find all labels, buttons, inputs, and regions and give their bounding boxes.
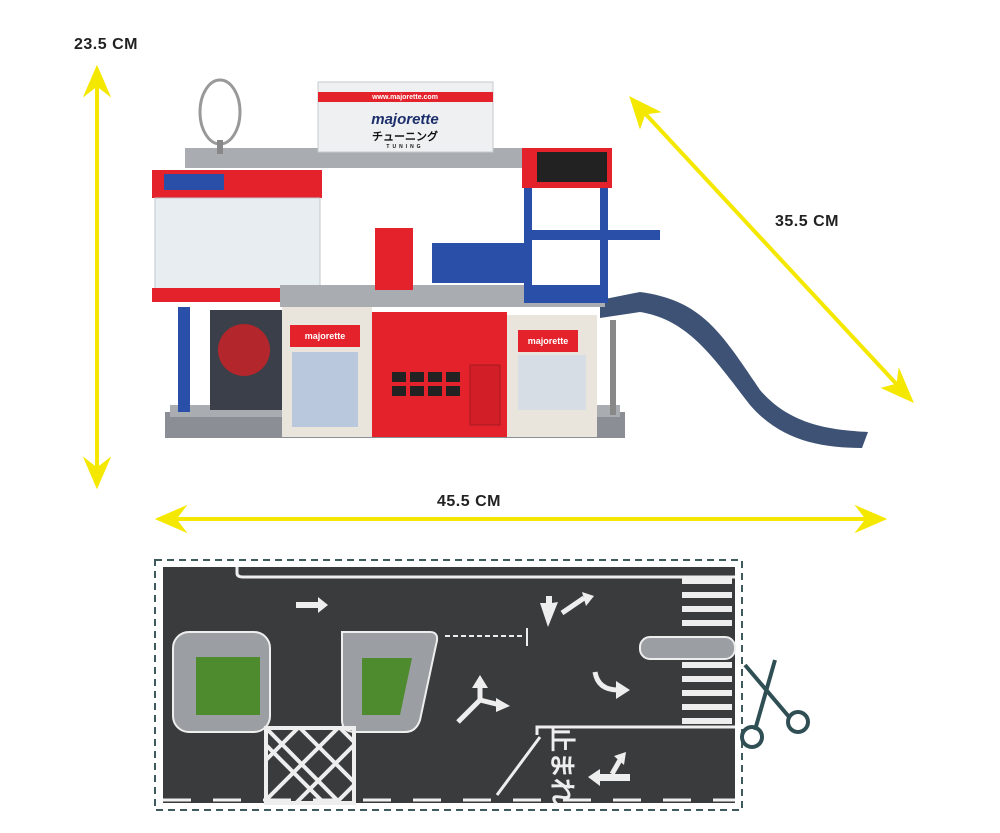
height-dimension-label: 23.5 CM (74, 36, 138, 53)
shop-sign-left: majorette (305, 331, 346, 341)
shop-sign-right: majorette (528, 336, 569, 346)
road-marking-text: 止まれ (546, 726, 576, 804)
billboard-tagline: TUNING (386, 144, 423, 150)
billboard-url: www.majorette.com (371, 94, 438, 101)
depth-dimension-arrow (629, 96, 914, 403)
toy-garage (152, 78, 868, 448)
play-mat (154, 559, 810, 811)
height-dimension-arrow (82, 64, 112, 490)
billboard-subtitle: チューニング (372, 129, 438, 143)
scissors-icon (740, 659, 810, 749)
width-dimension-label: 45.5 CM (437, 493, 501, 510)
billboard-brand-logo: majorette (371, 111, 439, 128)
width-dimension-arrow (154, 504, 888, 534)
depth-dimension-label: 35.5 CM (775, 213, 839, 230)
